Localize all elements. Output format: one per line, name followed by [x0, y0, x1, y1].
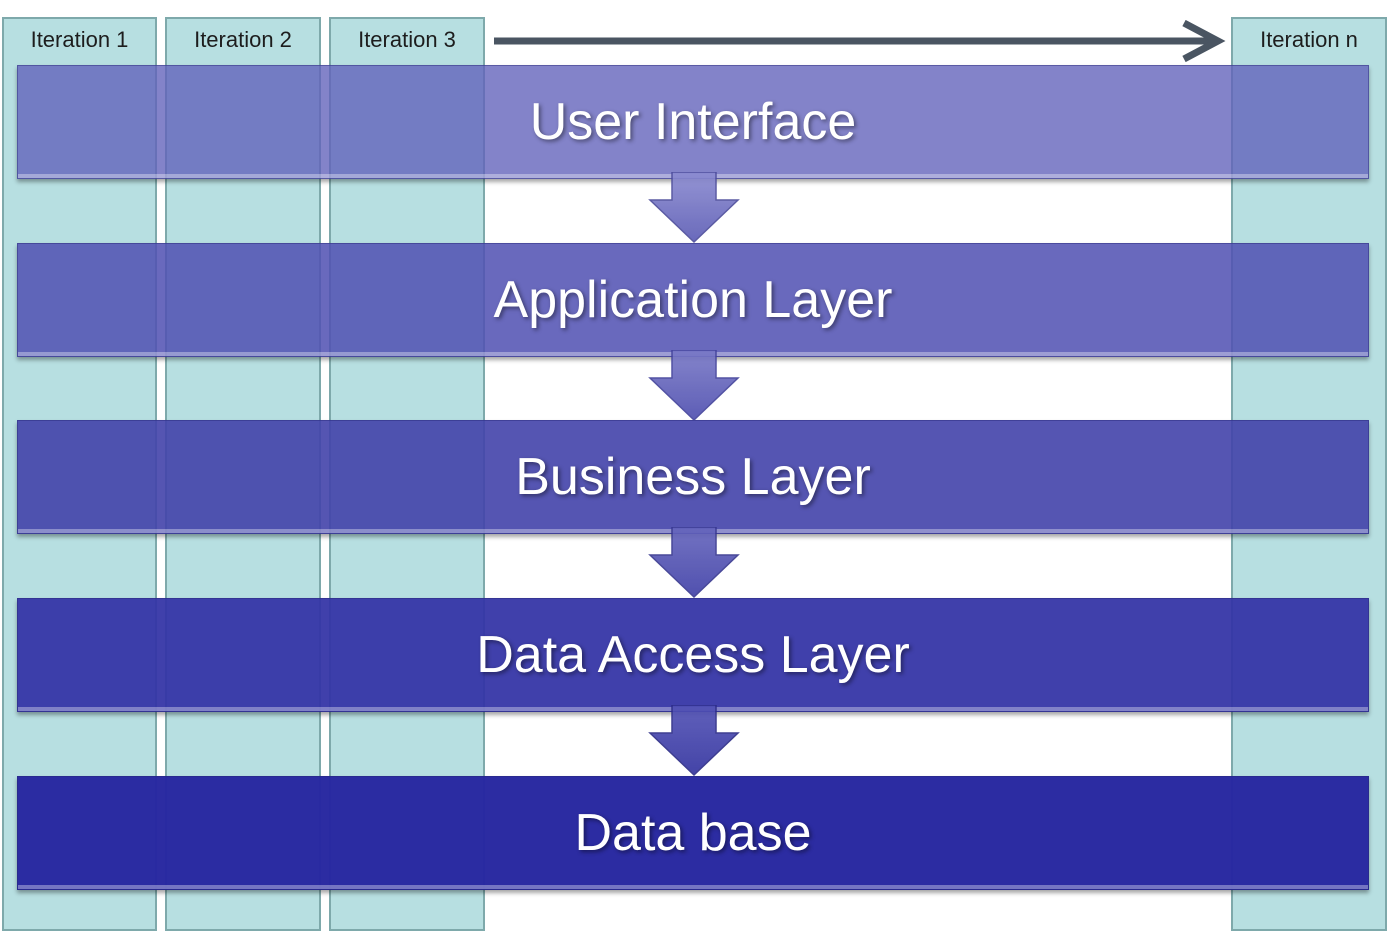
layer-label: Data Access Layer — [476, 626, 910, 684]
iteration-label-2: Iteration 2 — [194, 27, 292, 52]
down-arrow-icon — [648, 172, 740, 244]
layer-application: Application Layer — [17, 243, 1369, 357]
layer-business: Business Layer — [17, 420, 1369, 534]
layer-data-access: Data Access Layer — [17, 598, 1369, 712]
iteration-label-n: Iteration n — [1260, 27, 1358, 52]
iteration-label-1: Iteration 1 — [30, 27, 129, 52]
down-arrow-icon — [648, 527, 740, 599]
progress-arrow-icon — [494, 20, 1226, 63]
down-arrow-icon — [648, 350, 740, 422]
layer-label: User Interface — [529, 93, 857, 151]
layer-label: Data base — [574, 804, 812, 862]
layer-label: Application Layer — [493, 271, 893, 329]
layer-user-interface: User Interface — [17, 65, 1369, 179]
layer-label: Business Layer — [515, 448, 871, 506]
down-arrow-icon — [648, 705, 740, 777]
layer-database: Data base — [17, 776, 1369, 890]
iteration-label-3: Iteration 3 — [358, 27, 456, 52]
